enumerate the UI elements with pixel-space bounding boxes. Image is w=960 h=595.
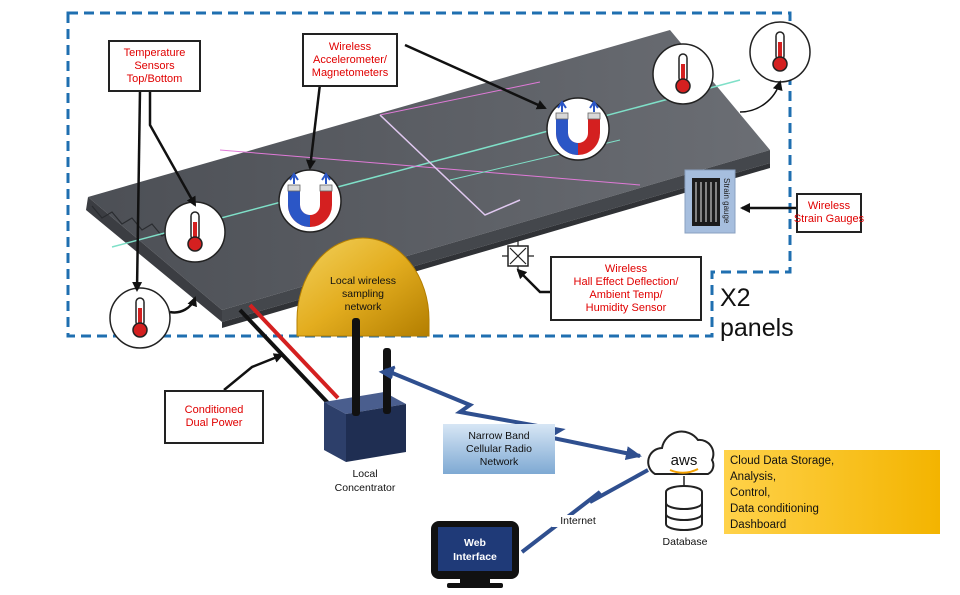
- x2-panels-label: X2 panels: [720, 283, 810, 343]
- label-line: Wireless: [807, 200, 851, 212]
- local-concentrator-label: Local Concentrator: [320, 467, 410, 495]
- x2-panel-boundary: [66, 11, 792, 338]
- label-line: network: [344, 301, 382, 313]
- database-icon: [665, 485, 703, 531]
- cloud-services-box: Cloud Data Storage, Analysis, Control, D…: [724, 450, 940, 534]
- strain-gauge-print: Strain gauge: [722, 178, 731, 224]
- label-line: Humidity Sensor: [585, 301, 667, 314]
- label-line: Magnetometers: [311, 66, 389, 79]
- monitor-icon: [431, 521, 519, 588]
- label-line: Analysis,: [730, 471, 777, 483]
- label-line: Hall Effect Deflection/: [573, 275, 679, 288]
- label-line: Wireless: [328, 40, 372, 53]
- label-line: Wireless: [604, 262, 648, 275]
- label-line: panels: [720, 314, 794, 342]
- label-line: Web: [464, 537, 486, 549]
- database-label: Database: [662, 536, 708, 548]
- aws-cloud-icon: aws: [647, 430, 715, 475]
- thermometer-icon: [109, 287, 171, 349]
- accelerometer-label: Wireless Accelerometer/ Magnetometers: [302, 33, 398, 87]
- thermometer-icon: [164, 201, 226, 263]
- thermometer-icon: [749, 21, 811, 83]
- local-network-dome: [296, 237, 430, 337]
- label-line: Temperature: [123, 46, 186, 59]
- internet-link: [520, 468, 649, 554]
- aws-logo-text: aws: [671, 452, 698, 469]
- label-line: sampling: [341, 288, 385, 300]
- temperature-sensors-label: Temperature Sensors Top/Bottom: [108, 40, 201, 92]
- label-line: Data conditioning: [730, 503, 819, 515]
- internet-label: Internet: [552, 515, 604, 527]
- strain-gauges-label: Wireless Strain Gauges: [793, 193, 865, 233]
- label-line: Top/Bottom: [126, 72, 183, 85]
- power-cable-red: [248, 303, 340, 400]
- label-line: Accelerometer/: [313, 53, 387, 66]
- connector-arrows: [132, 43, 796, 391]
- label-line: Local wireless: [330, 275, 396, 287]
- magnet-icon: [546, 97, 610, 161]
- strain-gauge-icon: Strain gauge: [684, 169, 736, 234]
- cellular-link: [384, 368, 642, 461]
- label-line: Cellular Radio: [466, 442, 532, 455]
- label-line: Cloud Data Storage,: [730, 455, 835, 467]
- label-line: X2: [720, 284, 751, 312]
- label-line: Local: [352, 468, 378, 480]
- label-line: Control,: [730, 487, 771, 499]
- label-line: Network: [479, 455, 519, 468]
- hall-effect-label: Wireless Hall Effect Deflection/ Ambient…: [550, 256, 702, 321]
- label-line: Dual Power: [185, 417, 243, 429]
- conditioned-power-label: Conditioned Dual Power: [164, 390, 264, 444]
- local-network-label: Local wireless sampling network: [312, 275, 414, 314]
- label-line: Dashboard: [730, 519, 787, 531]
- power-cable-black: [238, 308, 330, 405]
- cellular-network-label: Narrow Band Cellular Radio Network: [443, 424, 555, 474]
- magnet-icon: [278, 169, 342, 233]
- label-line: Strain Gauges: [793, 213, 865, 225]
- label-line: Sensors: [134, 59, 175, 72]
- local-concentrator-icon: [324, 318, 406, 462]
- label-line: Ambient Temp/: [589, 288, 663, 301]
- label-line: Concentrator: [334, 482, 396, 494]
- web-interface-label: Web Interface: [440, 536, 510, 564]
- label-line: Conditioned: [184, 404, 244, 416]
- label-line: Interface: [453, 551, 497, 563]
- thermometer-icon: [652, 43, 714, 105]
- label-line: Narrow Band: [468, 429, 530, 442]
